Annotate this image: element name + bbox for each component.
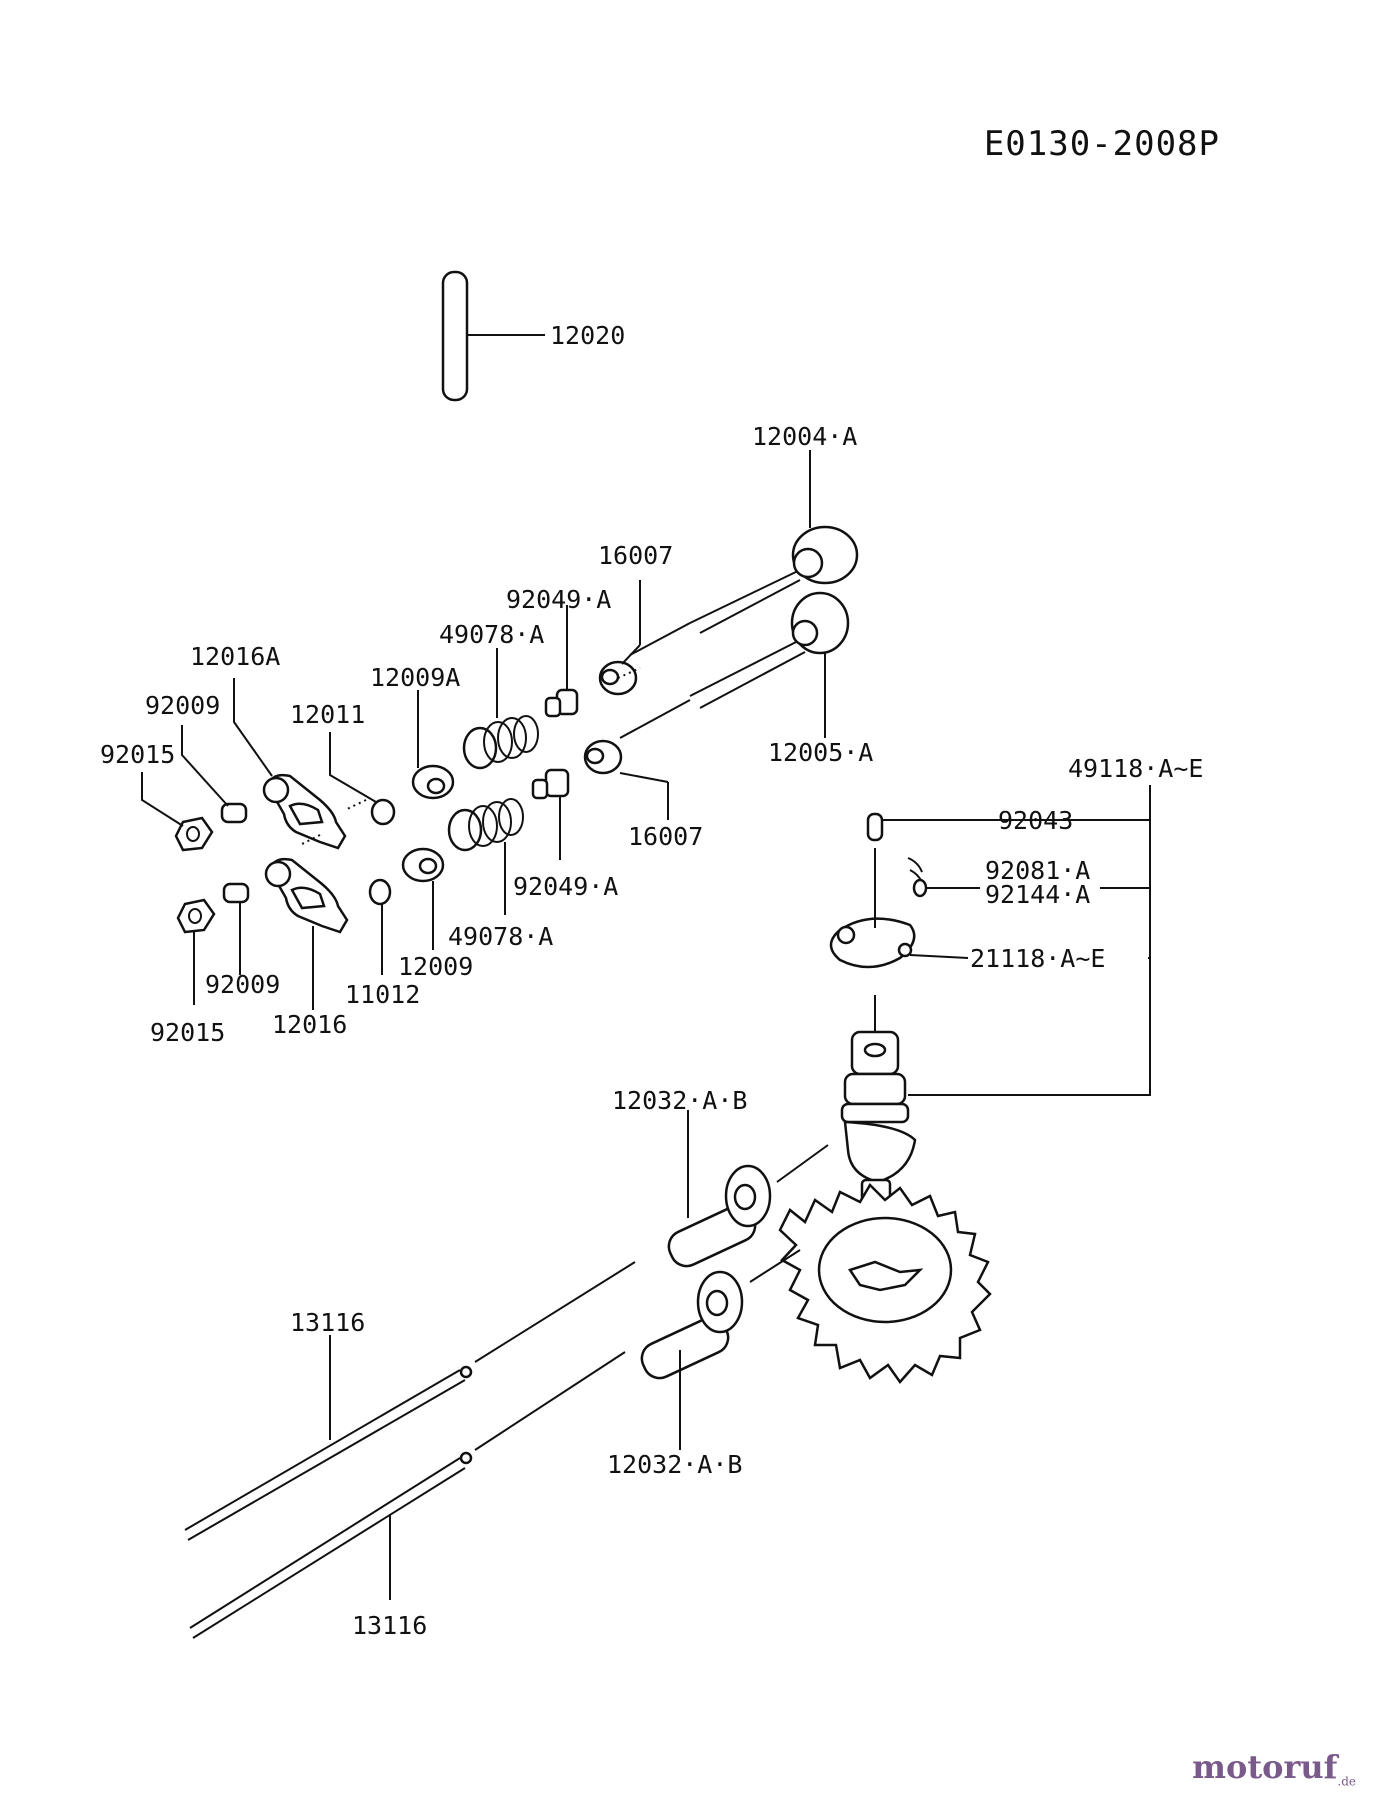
label-92009-bottom: 92009 bbox=[205, 970, 281, 999]
label-49078-top: 49078·A bbox=[439, 620, 545, 649]
part-collet-92049 bbox=[531, 605, 579, 860]
label-12004: 12004·A bbox=[752, 422, 858, 451]
part-tappet-12032 bbox=[640, 1110, 829, 1450]
part-valve-12005 bbox=[619, 591, 850, 739]
drawing-code: E0130-2008P bbox=[983, 124, 1220, 164]
watermark-text: motoruf bbox=[1192, 1747, 1338, 1786]
label-12009: 12009 bbox=[398, 952, 474, 981]
label-12020: 12020 bbox=[550, 321, 626, 350]
label-92009-top: 92009 bbox=[145, 691, 221, 720]
watermark-logo: motoruf.de bbox=[1192, 1748, 1356, 1788]
label-13116-top: 13116 bbox=[290, 1308, 366, 1337]
part-rocker-arm-12016 bbox=[233, 678, 349, 1010]
label-12032-top: 12032·A·B bbox=[612, 1086, 748, 1115]
label-49118: 49118·A~E bbox=[1068, 754, 1204, 783]
label-92015-top: 92015 bbox=[100, 740, 176, 769]
label-13116-bottom: 13116 bbox=[352, 1611, 428, 1640]
label-49078-bottom: 49078·A bbox=[448, 922, 554, 951]
label-92043: 92043 bbox=[998, 806, 1074, 835]
label-12005: 12005·A bbox=[768, 738, 874, 767]
watermark-suffix: .de bbox=[1337, 1774, 1356, 1788]
exploded-view-guide-lines bbox=[299, 667, 641, 846]
part-spring-49078 bbox=[447, 648, 539, 915]
label-92081: 92081·A bbox=[985, 856, 1091, 885]
label-11012: 11012 bbox=[345, 980, 421, 1009]
part-nut-92015 bbox=[141, 772, 216, 1005]
label-12009A: 12009A bbox=[370, 663, 461, 692]
label-12016: 12016 bbox=[272, 1010, 348, 1039]
part-screw-92009 bbox=[181, 725, 250, 975]
label-16007-top: 16007 bbox=[598, 541, 674, 570]
label-12011: 12011 bbox=[290, 700, 366, 729]
part-seal-16007 bbox=[583, 580, 669, 820]
label-12016A: 12016A bbox=[190, 642, 281, 671]
part-camshaft-49118 bbox=[778, 785, 1151, 1385]
label-92049-bottom: 92049·A bbox=[513, 872, 619, 901]
label-92144: 92144·A bbox=[985, 880, 1091, 909]
part-cap-12011 bbox=[329, 732, 396, 975]
part-pushrod-13116 bbox=[184, 1261, 636, 1639]
label-92015-bottom: 92015 bbox=[150, 1018, 226, 1047]
label-92049-top: 92049·A bbox=[506, 585, 612, 614]
part-retainer-12009 bbox=[401, 690, 455, 950]
part-pin-12020 bbox=[441, 270, 545, 402]
label-12032-bottom: 12032·A·B bbox=[607, 1450, 743, 1479]
label-21118: 21118·A~E bbox=[970, 944, 1106, 973]
part-valve-12004 bbox=[629, 450, 859, 656]
label-16007-bottom: 16007 bbox=[628, 822, 704, 851]
